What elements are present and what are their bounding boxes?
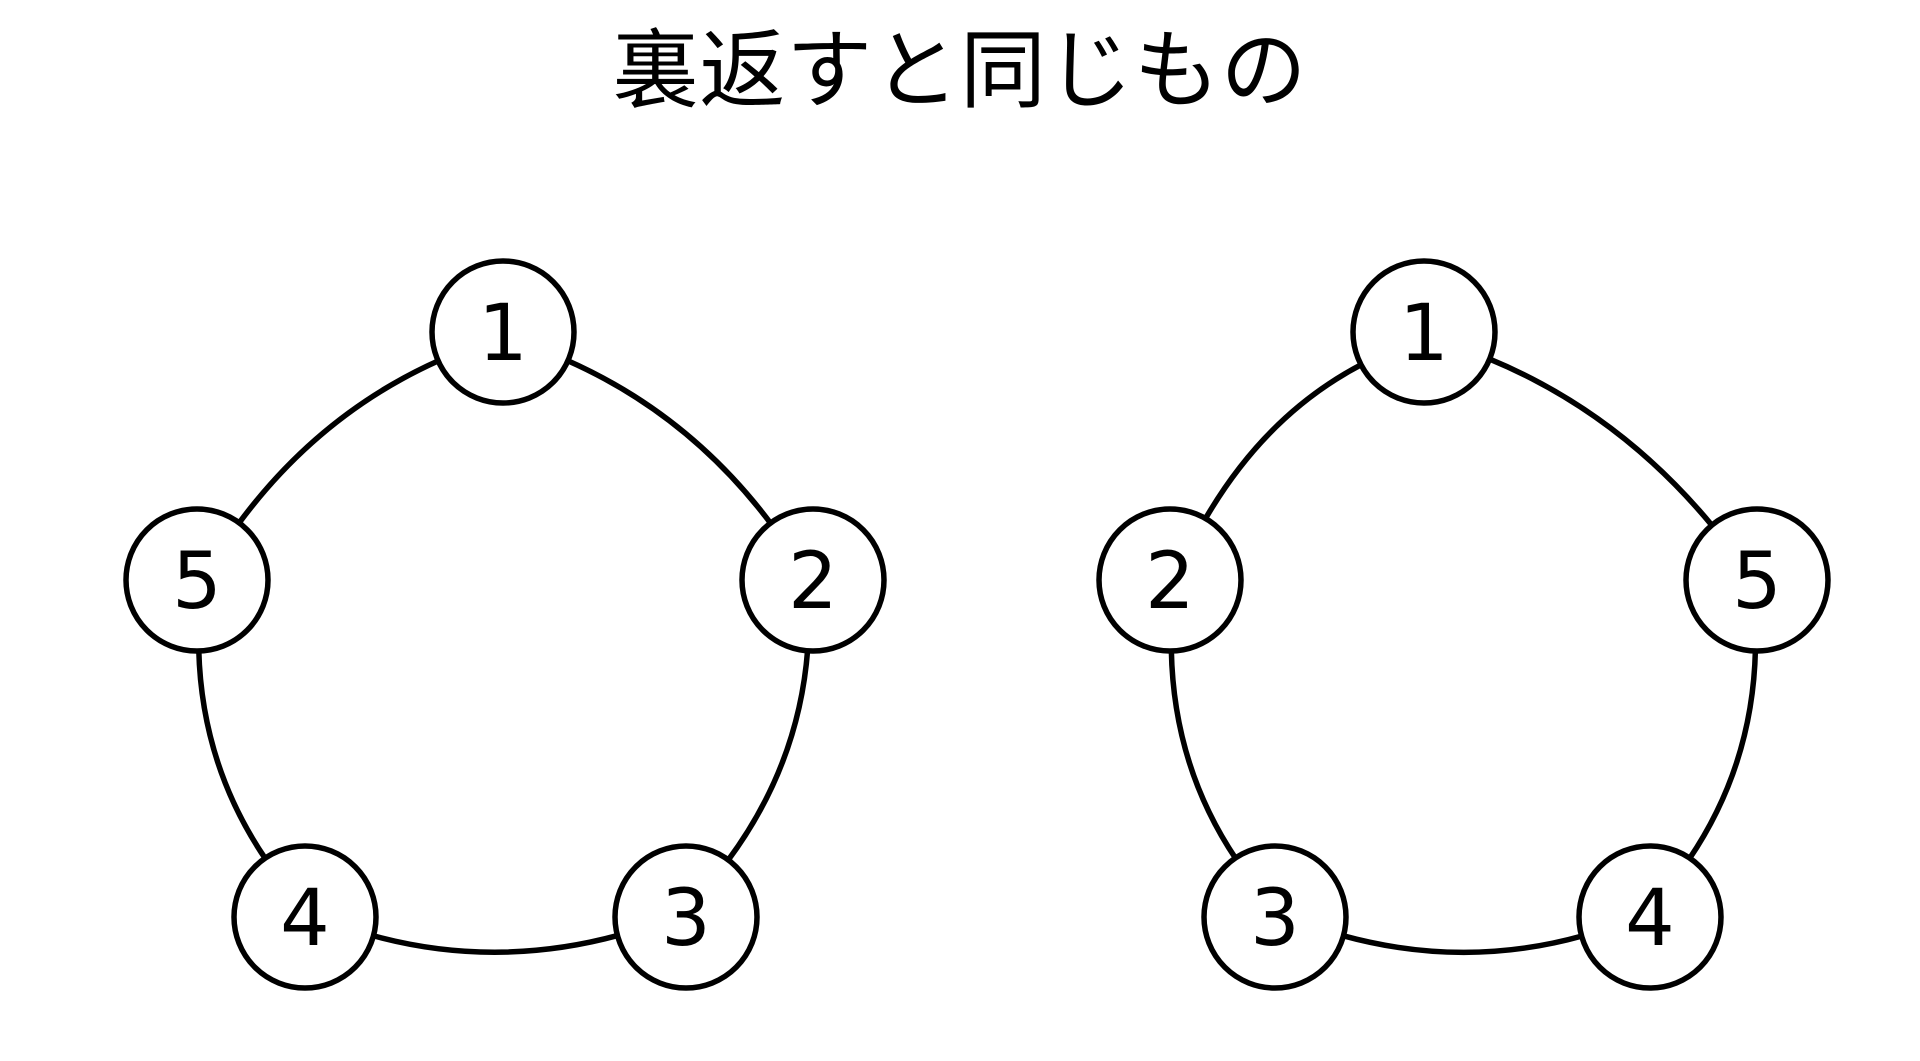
left-graph-nodes: 1 2 3 4 5 [123, 258, 887, 991]
right-graph-edges [1168, 355, 1759, 956]
node-1[interactable]: 1 [429, 258, 577, 406]
nodes-layer: 1 2 3 4 5 1 2 3 4 5 [123, 258, 1831, 991]
node-circle [429, 258, 577, 406]
node-label: 1 [1399, 289, 1449, 379]
node-1[interactable]: 1 [1350, 258, 1498, 406]
edge-3-4 [369, 932, 622, 955]
node-circle [1350, 258, 1498, 406]
edge-2-3 [724, 647, 811, 864]
node-label: 3 [661, 874, 711, 964]
node-label: 3 [1250, 874, 1300, 964]
node-circle [1683, 506, 1831, 654]
page-title: 裏返すと同じもの [612, 21, 1308, 121]
node-circle [231, 843, 379, 991]
node-circle [612, 843, 760, 991]
node-circle [1576, 843, 1724, 991]
node-label: 5 [1732, 537, 1782, 627]
edge-1-2 [564, 357, 774, 527]
edge-5-1 [1485, 355, 1716, 529]
node-label: 2 [1145, 537, 1195, 627]
edge-3-4 [1339, 932, 1586, 956]
node-circle [123, 506, 271, 654]
node-5[interactable]: 5 [1683, 506, 1831, 654]
node-circle [1201, 843, 1349, 991]
node-2[interactable]: 2 [739, 506, 887, 654]
node-label: 1 [478, 289, 528, 379]
edges-layer [196, 355, 1759, 956]
node-label: 4 [280, 874, 330, 964]
edge-4-5 [196, 647, 269, 862]
node-label: 4 [1625, 874, 1675, 964]
node-5[interactable]: 5 [123, 506, 271, 654]
node-label: 5 [172, 537, 222, 627]
right-graph-nodes: 1 2 3 4 5 [1096, 258, 1831, 991]
edge-5-1 [235, 357, 442, 527]
node-3[interactable]: 3 [1201, 843, 1349, 991]
node-circle [739, 506, 887, 654]
node-4[interactable]: 4 [1576, 843, 1724, 991]
node-label: 2 [788, 537, 838, 627]
edge-2-3 [1168, 647, 1239, 862]
node-2[interactable]: 2 [1096, 506, 1244, 654]
node-3[interactable]: 3 [612, 843, 760, 991]
edge-4-5 [1686, 647, 1759, 862]
edge-1-2 [1202, 361, 1365, 523]
left-graph-edges [196, 357, 811, 955]
node-4[interactable]: 4 [231, 843, 379, 991]
node-circle [1096, 506, 1244, 654]
